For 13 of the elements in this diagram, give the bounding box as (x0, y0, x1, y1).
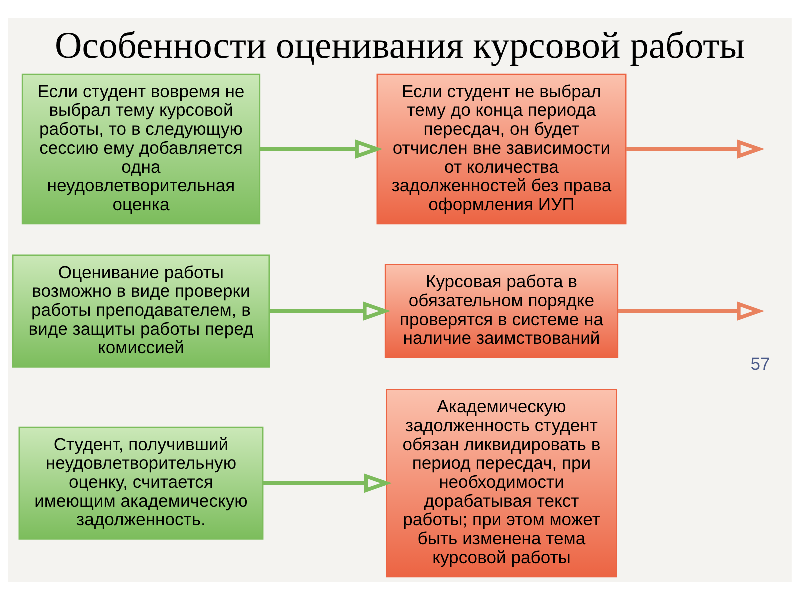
arrow (263, 474, 392, 494)
node-box: Оценивание работы возможно в виде проверки работы преподавателем, в виде защиты работы перед комиссией (12, 254, 270, 368)
arrow (260, 140, 383, 159)
arrow (270, 302, 391, 321)
node-box: Курсовая работа в обязательном порядке проверятся в системе на наличие заимствований (384, 264, 619, 358)
arrow (626, 140, 765, 159)
label: 57 (750, 354, 770, 374)
node-box: Если студент не выбрал тему до конца периода пересдач, он будет отчислен вне зависимости от количества задолженностей без права оформления ИУП (376, 74, 627, 225)
node-box: Академическую задолженность студент обязан ликвидировать в период пересдач, при необходимости дорабатывая текст работы; при этом может быть изменена тема курсовой работы (386, 389, 618, 578)
node-box: Если студент вовремя не выбрал тему курсовой работы, то в следующую сессию ему добавляется одна неудовлетворительная оценка (22, 74, 261, 225)
node-box: Студент, получивший неудовлетворительную оценку, считается имеющим академическую задолженность. (18, 426, 264, 540)
arrow (618, 302, 765, 321)
diagram-title: Особенности оценивания курсовой работы (55, 25, 745, 68)
